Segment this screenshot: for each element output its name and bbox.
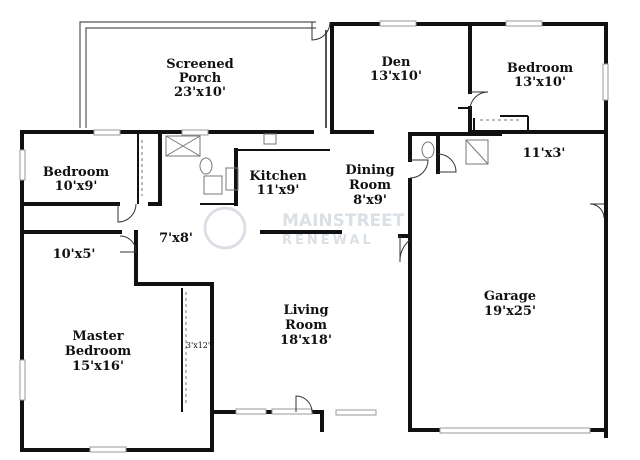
window [19,149,26,181]
porch-name-2: Porch [179,71,222,86]
laundry-dims: 11'x3' [523,146,566,161]
doors [117,21,605,413]
door-swing [311,21,331,41]
stove-icon [225,167,239,191]
window [93,129,121,136]
window [19,359,26,401]
living-name-1: Living [283,303,328,318]
window [89,446,127,453]
watermark-line1: MAINSTREET [282,211,405,231]
garage-name: Garage [484,289,536,304]
bath-dims: 10'x5' [53,247,96,262]
bedroom-w-name: Bedroom [43,165,110,180]
fixtures [141,119,520,406]
shower-icon [465,139,489,165]
porch-name-1: Screened [166,57,234,72]
watermark-logo-icon [203,206,247,250]
master-name-1: Master [72,329,123,344]
door-swing [589,203,605,219]
thin-walls [137,107,529,412]
garage-dims: 19'x25' [484,304,536,319]
windows [19,20,609,453]
kitchen-name: Kitchen [249,169,307,184]
master-name-2: Bedroom [65,344,132,359]
watermark: MAINSTREET RENEWAL [203,206,405,250]
window [235,408,267,415]
living-name-2: Room [285,318,327,333]
bathtub-icon [165,135,201,157]
bedroom-w-dims: 10'x9' [55,179,98,194]
garage-door [439,427,591,434]
sink-icon [203,175,223,195]
den-dims: 13'x10' [370,69,422,84]
master-dims: 15'x16' [72,359,124,374]
window [602,63,609,101]
closet-dims: 3'x12' [186,341,210,350]
bedroom-ne-name: Bedroom [507,61,574,76]
hall-dims: 7'x8' [159,231,193,246]
toilet-icon [421,141,435,159]
dining-dims: 8'x9' [353,193,387,208]
window [379,20,417,27]
porch-dims: 23'x10' [174,85,226,100]
door-swing [399,236,411,263]
dining-name-2: Room [349,178,391,193]
door-swing [295,395,313,413]
door-swing [119,235,137,253]
window [271,408,313,415]
door-swing [469,91,489,111]
toilet-icon [199,157,213,175]
kitchen-dims: 11'x9' [257,183,300,198]
door-swing [117,203,137,223]
living-dims: 18'x18' [280,333,332,348]
door-swing [437,153,457,173]
door-swing [409,159,429,179]
window [181,129,209,136]
den-name: Den [382,55,412,70]
dining-name-1: Dining [345,163,394,178]
watermark-line2: RENEWAL [282,233,374,248]
bedroom-ne-dims: 13'x10' [514,75,566,90]
window [505,20,543,27]
porch-outline [79,21,327,128]
kitchen-sink-icon [263,133,277,145]
window [335,409,377,416]
